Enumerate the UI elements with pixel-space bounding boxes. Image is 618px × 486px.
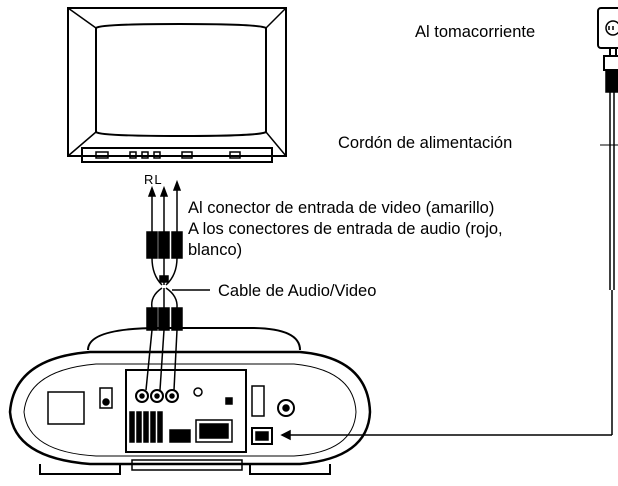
wall-outlet-icon xyxy=(597,7,618,49)
audio-input-label-line2: blanco) xyxy=(188,241,243,259)
av-cable-illustration xyxy=(145,179,210,391)
power-plug-icon xyxy=(603,48,618,93)
av-cable-label: Cable de Audio/Video xyxy=(218,282,377,300)
boombox-illustration xyxy=(8,327,372,475)
power-cord-line xyxy=(280,92,618,441)
rl-label: RL xyxy=(144,172,163,187)
video-input-label: Al conector de entrada de video (amarill… xyxy=(188,199,495,217)
audio-input-label-line1: A los conectores de entrada de audio (ro… xyxy=(188,220,503,238)
tv-illustration xyxy=(67,7,287,163)
outlet-label: Al tomacorriente xyxy=(415,23,536,41)
power-cord-label: Cordón de alimentación xyxy=(338,134,513,152)
